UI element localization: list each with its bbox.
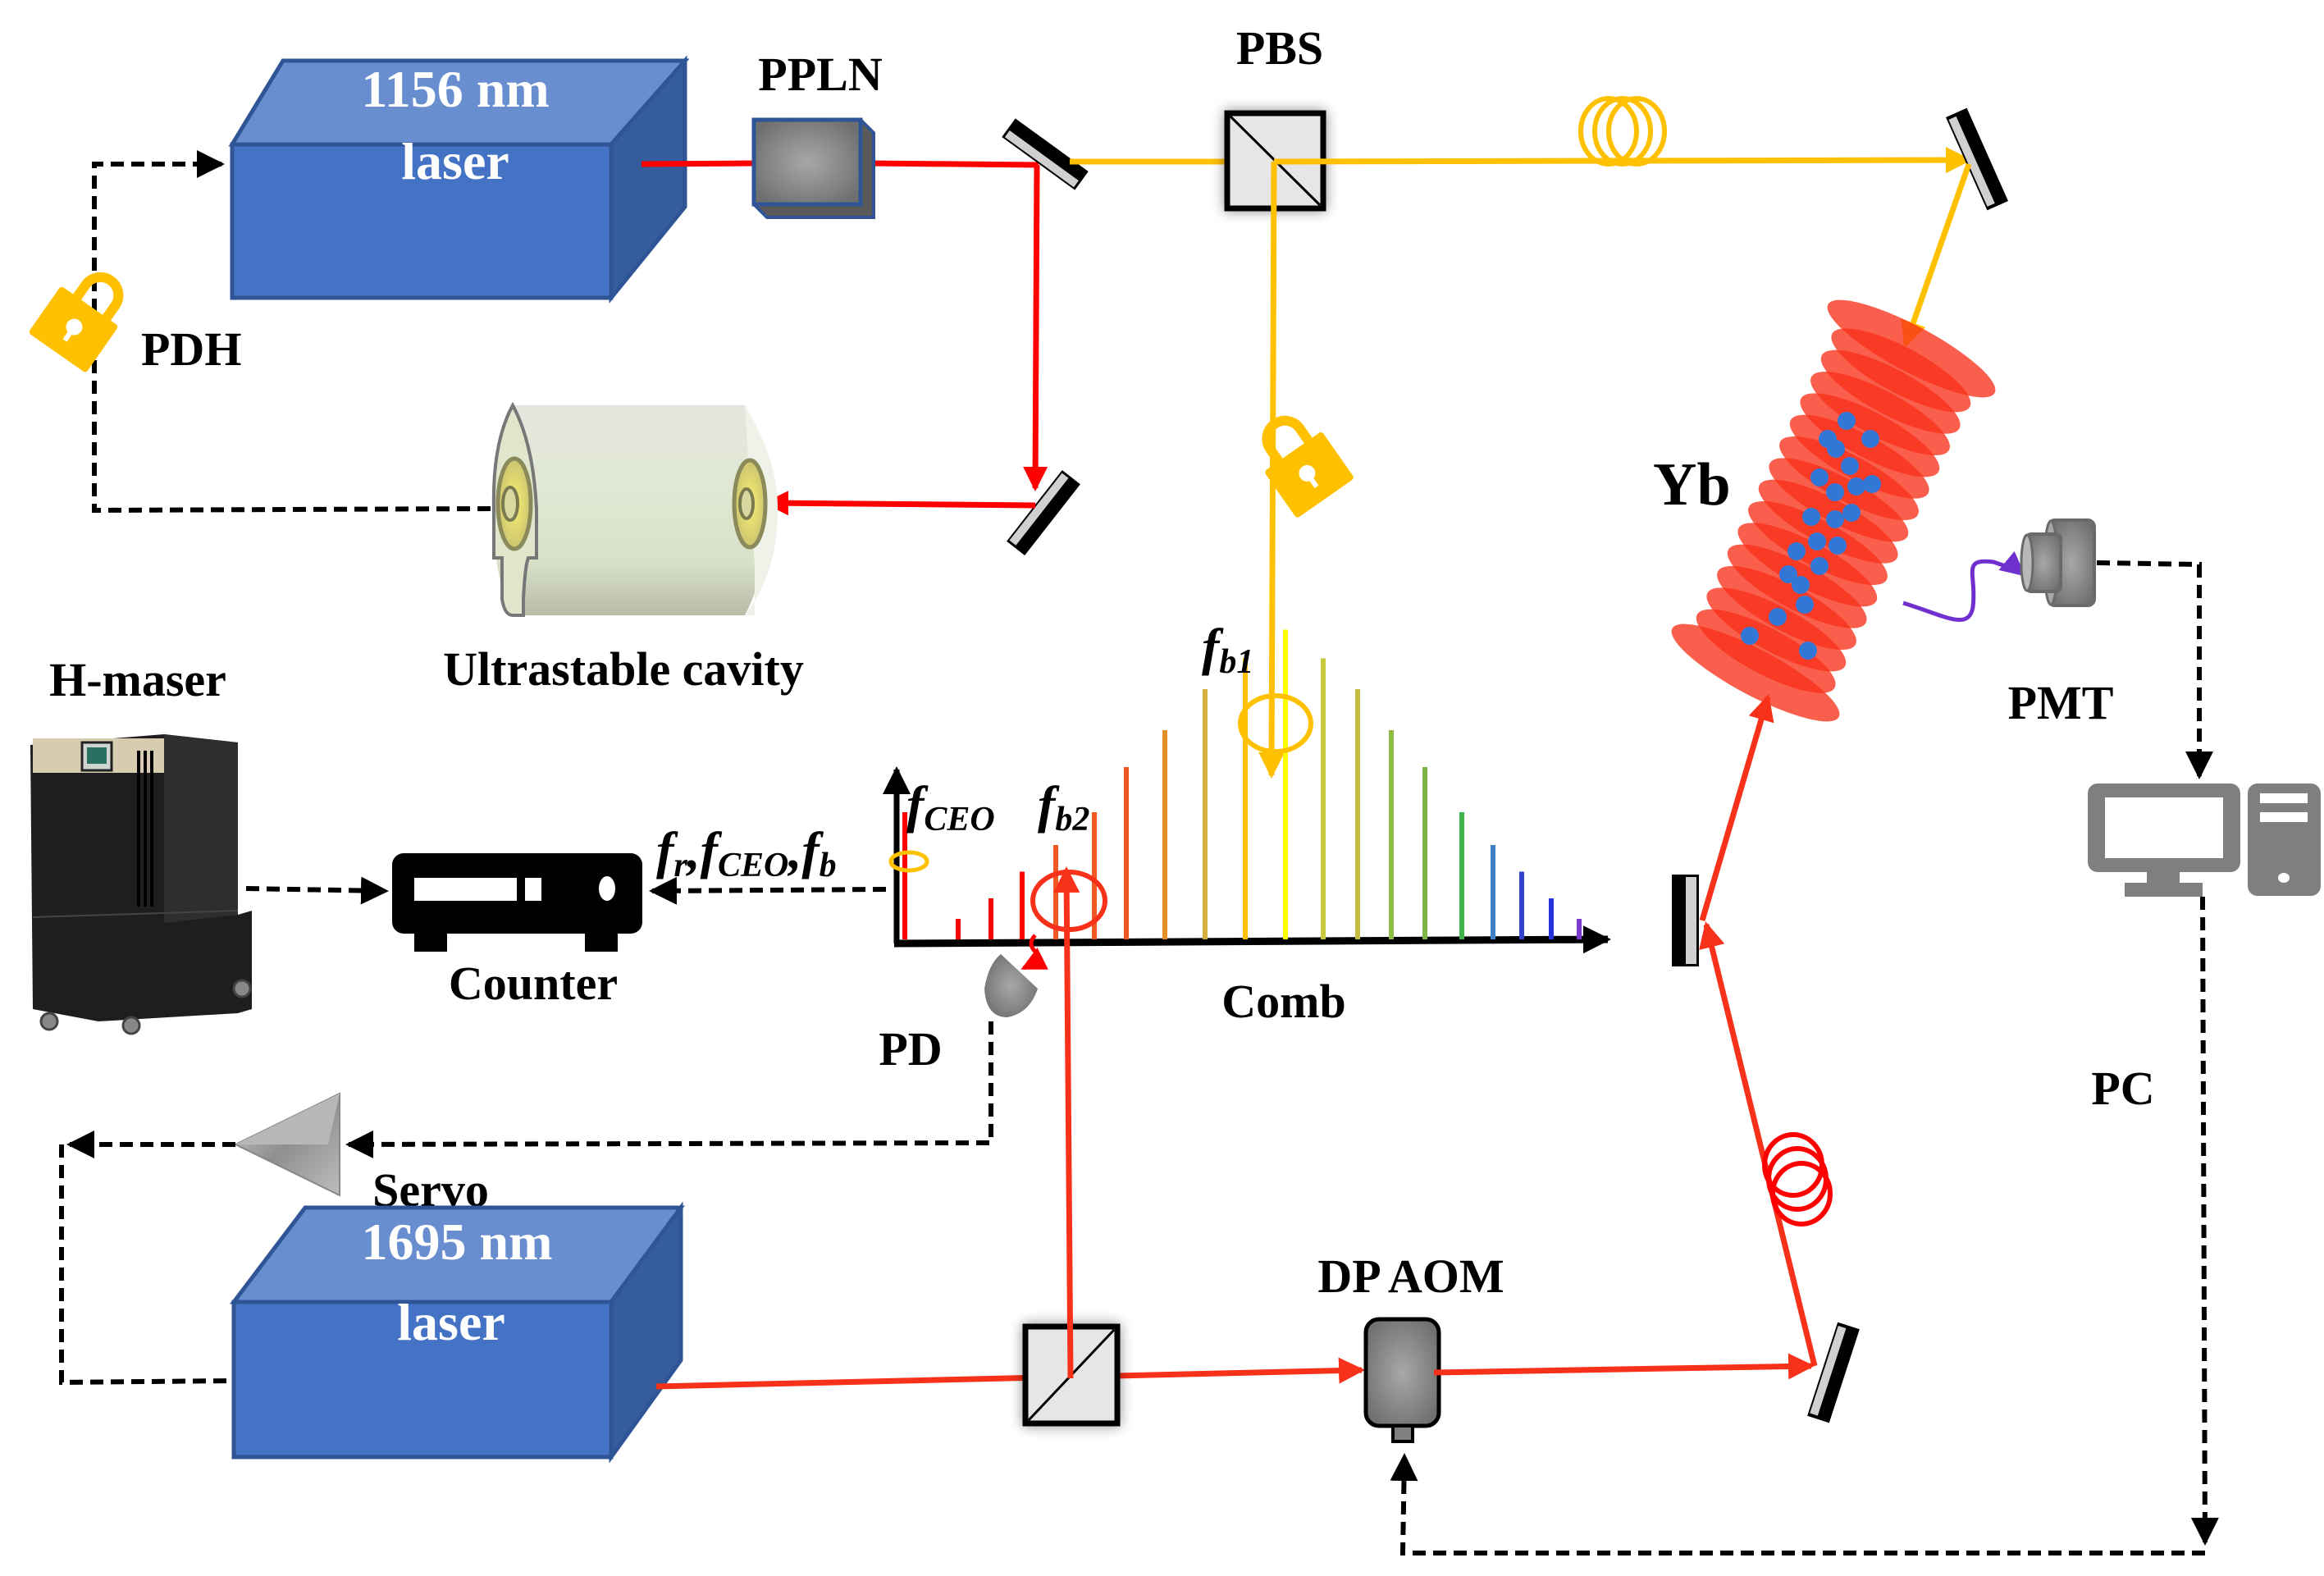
comb-to-counter-line xyxy=(649,876,887,905)
beam-1695-to-comb xyxy=(1053,866,1080,1379)
mirror-cavity xyxy=(1007,470,1080,555)
yb-atom xyxy=(1861,430,1879,448)
yb-atom xyxy=(1841,457,1859,475)
lattice-site xyxy=(1820,349,1961,434)
lattice-site xyxy=(1737,523,1878,607)
lattice-site xyxy=(1779,436,1919,520)
yb-atom xyxy=(1769,608,1787,626)
fceo-beat-marker xyxy=(888,850,929,873)
lock-icon-comb xyxy=(1262,415,1354,518)
lattice-site xyxy=(1671,624,1840,722)
lock-icon-pdh xyxy=(29,272,124,372)
h-maser-label: H-maser xyxy=(49,653,226,706)
yb-atom xyxy=(1829,537,1847,555)
servo-amplifier xyxy=(233,1092,340,1197)
comb-spectrum xyxy=(883,629,1611,954)
beam-1156-down xyxy=(1023,164,1048,491)
mirror-lattice-bottom xyxy=(1672,875,1699,966)
yb-atom xyxy=(1779,565,1797,583)
yb-atom xyxy=(1741,627,1759,645)
mirror-top-left xyxy=(1002,118,1089,190)
pmt-to-pc-line xyxy=(2096,560,2213,779)
yb-atom xyxy=(1802,508,1820,526)
pc-computer xyxy=(2088,783,2321,897)
fiber-coil-yellow xyxy=(1578,96,1667,167)
h-maser xyxy=(30,734,252,1035)
lattice-site xyxy=(1696,609,1836,693)
pc-down-line xyxy=(2190,896,2219,1546)
beam-1156-to-cavity xyxy=(764,491,1036,516)
laser-1156-label: laser xyxy=(401,132,509,190)
yb-atom xyxy=(1810,557,1829,575)
laser-1695: 1695 nm laser xyxy=(229,1201,685,1464)
beam-1156-out xyxy=(641,160,756,167)
yb-atom xyxy=(1826,510,1844,528)
cavity-label: Ultrastable cavity xyxy=(443,642,804,696)
lattice-site xyxy=(1810,372,1950,455)
yb-label: Yb xyxy=(1653,451,1731,518)
yb-atom xyxy=(1827,440,1845,458)
fb2-label: fb2 xyxy=(1038,775,1089,838)
fceo-label: fCEO xyxy=(906,775,995,838)
dp-aom xyxy=(1363,1317,1441,1443)
yb-atom xyxy=(1788,542,1806,560)
pmt-detector xyxy=(2020,518,2096,607)
maser-to-counter-line xyxy=(245,876,389,905)
comb-x-axis xyxy=(893,925,1611,954)
ultrastable-cavity xyxy=(491,401,778,617)
yb-atom xyxy=(1796,596,1814,614)
yb-atom xyxy=(1810,468,1829,487)
photodetector xyxy=(984,954,1038,1017)
fb1-beat-marker xyxy=(1238,693,1313,754)
pmt-label: PMT xyxy=(2008,676,2114,729)
yb-atom xyxy=(1808,532,1826,550)
laser-1695-wavelength: 1695 nm xyxy=(362,1213,553,1271)
pbs-label: PBS xyxy=(1236,21,1323,75)
mirror-bottom-right xyxy=(1807,1322,1860,1423)
lattice-site xyxy=(1831,328,1971,413)
yb-atoms xyxy=(1741,412,1881,660)
pdh-feedback-line xyxy=(92,150,491,514)
counter-device xyxy=(392,853,642,952)
beam-1156-to-mirror xyxy=(869,160,1039,168)
fb1-label: fb1 xyxy=(1202,618,1253,681)
laser-1156-wavelength: 1156 nm xyxy=(361,60,549,118)
yb-atom xyxy=(1826,483,1844,501)
comb-label: Comb xyxy=(1221,975,1345,1028)
pdh-label: PDH xyxy=(141,322,241,376)
yb-atom xyxy=(1863,475,1881,493)
pc-label: PC xyxy=(2091,1062,2154,1115)
laser-1695-label: laser xyxy=(397,1293,505,1351)
beam-1695-to-aom xyxy=(655,1357,1365,1390)
servo-to-laser-line xyxy=(59,1144,233,1386)
counter-signals-label: fr,fCEO,fb xyxy=(656,821,837,884)
lattice-site xyxy=(1827,299,1996,398)
beam-to-comb-mirror xyxy=(1699,921,1818,1367)
pd-signal xyxy=(1020,934,1048,971)
yb-atom xyxy=(1799,642,1817,660)
pc-to-aom-line xyxy=(1390,1453,2205,1555)
fluorescence-signal xyxy=(1902,550,2026,623)
ppln-label: PPLN xyxy=(758,48,883,101)
yb-atom xyxy=(1792,576,1810,594)
yb-atom xyxy=(1838,412,1856,430)
ppln-crystal xyxy=(751,117,875,219)
beam-578-to-atoms xyxy=(1901,162,1972,348)
pd-label: PD xyxy=(879,1022,942,1076)
beam-aom-to-mirror xyxy=(1433,1353,1815,1380)
beam-1695-to-atoms xyxy=(1699,694,1774,921)
counter-label: Counter xyxy=(449,957,618,1010)
laser-1156: 1156 nm laser xyxy=(228,55,690,304)
mirror-top-right xyxy=(1945,107,2009,211)
yb-atom xyxy=(1842,504,1861,522)
fiber-coil-red xyxy=(1762,1132,1833,1227)
aom-label: DP AOM xyxy=(1317,1249,1504,1303)
yb-atom xyxy=(1847,477,1865,496)
lattice-site xyxy=(1717,566,1856,650)
